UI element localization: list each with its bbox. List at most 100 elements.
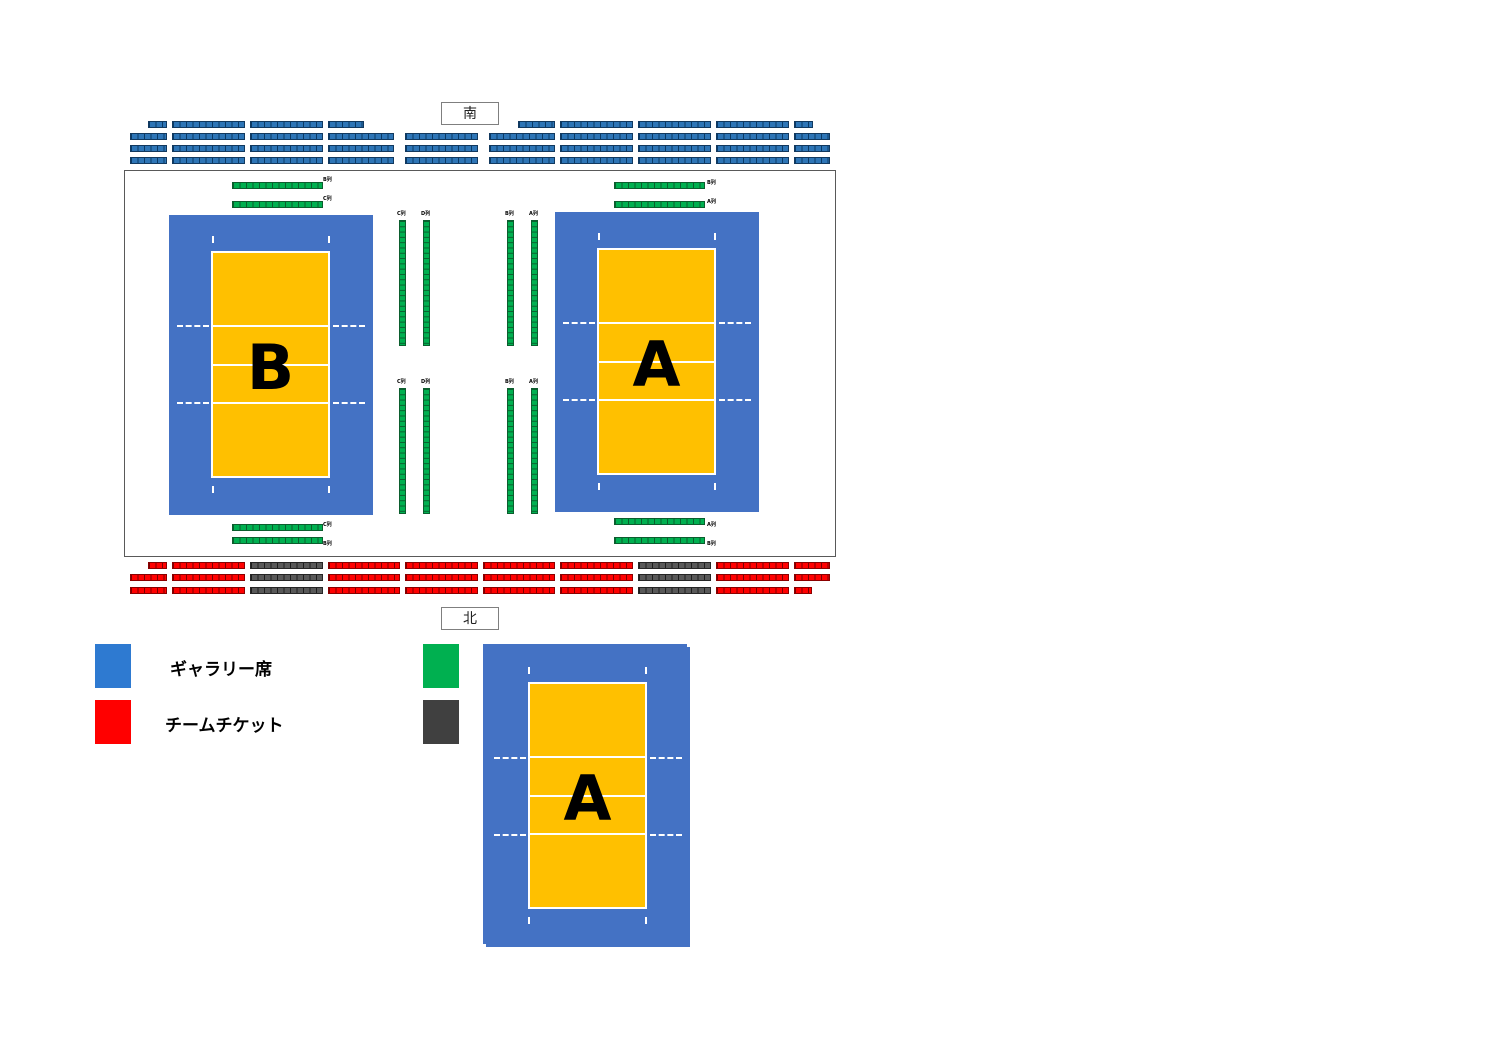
seat-block[interactable] <box>405 157 478 164</box>
court-preview[interactable]: A <box>528 682 647 909</box>
seat-block[interactable] <box>148 121 167 128</box>
seat-block[interactable] <box>172 587 245 594</box>
seat-block[interactable] <box>638 574 711 581</box>
center-line <box>599 361 714 363</box>
legend-team-swatch <box>95 700 131 744</box>
seat-block[interactable] <box>518 121 555 128</box>
seat-block[interactable] <box>232 537 323 544</box>
seat-block[interactable] <box>405 133 478 140</box>
seat-block[interactable] <box>560 145 633 152</box>
seat-block[interactable] <box>328 145 394 152</box>
seat-block[interactable] <box>794 157 830 164</box>
row-tag: B列 <box>505 211 514 217</box>
seat-block[interactable] <box>130 574 167 581</box>
seat-block[interactable] <box>614 182 705 189</box>
seat-block[interactable] <box>638 157 711 164</box>
seat-block[interactable] <box>328 587 400 594</box>
seat-block[interactable] <box>405 574 478 581</box>
seat-block[interactable] <box>614 201 705 208</box>
seat-block[interactable] <box>328 121 364 128</box>
attack-line <box>213 402 328 404</box>
seat-block[interactable] <box>148 562 167 569</box>
seat-block[interactable] <box>405 587 478 594</box>
seat-block[interactable] <box>483 562 555 569</box>
seat-block[interactable] <box>794 121 813 128</box>
seat-column[interactable] <box>507 388 514 514</box>
seat-block[interactable] <box>130 145 167 152</box>
seat-block[interactable] <box>483 587 555 594</box>
seat-block[interactable] <box>560 587 633 594</box>
court-tick <box>328 486 330 493</box>
seat-block[interactable] <box>172 133 245 140</box>
seat-block[interactable] <box>328 157 394 164</box>
seat-block[interactable] <box>172 157 245 164</box>
seat-block[interactable] <box>130 157 167 164</box>
seat-column[interactable] <box>423 220 430 346</box>
seat-block[interactable] <box>250 145 323 152</box>
seat-block[interactable] <box>614 518 705 525</box>
seat-block[interactable] <box>560 574 633 581</box>
seat-block[interactable] <box>250 574 323 581</box>
seat-block[interactable] <box>250 157 323 164</box>
seat-block[interactable] <box>794 145 830 152</box>
seat-block[interactable] <box>250 562 323 569</box>
seat-block[interactable] <box>328 574 400 581</box>
seat-block[interactable] <box>328 562 400 569</box>
seat-block[interactable] <box>250 587 323 594</box>
seat-block[interactable] <box>614 537 705 544</box>
seat-block[interactable] <box>172 574 245 581</box>
legend-team-label: チームチケット <box>165 716 284 736</box>
court-b[interactable]: B <box>211 251 330 478</box>
seat-block[interactable] <box>405 562 478 569</box>
seat-column[interactable] <box>399 388 406 514</box>
seat-block[interactable] <box>250 133 323 140</box>
seat-column[interactable] <box>507 220 514 346</box>
seat-block[interactable] <box>794 587 812 594</box>
seat-block[interactable] <box>638 121 711 128</box>
seat-block[interactable] <box>328 133 394 140</box>
row-tag: C列 <box>397 211 406 217</box>
seat-block[interactable] <box>716 562 789 569</box>
seat-column[interactable] <box>423 388 430 514</box>
seat-block[interactable] <box>638 587 711 594</box>
court-a[interactable]: A <box>597 248 716 475</box>
seat-block[interactable] <box>716 133 789 140</box>
seat-block[interactable] <box>560 157 633 164</box>
seat-block[interactable] <box>172 562 245 569</box>
service-dash <box>494 834 526 836</box>
seat-block[interactable] <box>172 145 245 152</box>
seat-block[interactable] <box>172 121 245 128</box>
seat-block[interactable] <box>716 157 789 164</box>
seat-block[interactable] <box>716 121 789 128</box>
seat-block[interactable] <box>560 133 633 140</box>
attack-line <box>530 833 645 835</box>
seat-block[interactable] <box>716 574 789 581</box>
seat-block[interactable] <box>130 587 167 594</box>
seat-block[interactable] <box>250 121 323 128</box>
seat-block[interactable] <box>794 562 830 569</box>
court-tick <box>328 236 330 243</box>
seat-block[interactable] <box>483 574 555 581</box>
service-dash <box>177 325 209 327</box>
seat-block[interactable] <box>130 133 167 140</box>
seat-block[interactable] <box>716 587 789 594</box>
seat-block[interactable] <box>232 182 323 189</box>
seat-block[interactable] <box>232 524 323 531</box>
seat-block[interactable] <box>489 157 555 164</box>
seat-column[interactable] <box>531 388 538 514</box>
seat-block[interactable] <box>560 121 633 128</box>
seat-block[interactable] <box>794 574 830 581</box>
seat-block[interactable] <box>489 133 555 140</box>
seat-block[interactable] <box>638 133 711 140</box>
seat-block[interactable] <box>638 145 711 152</box>
seat-block[interactable] <box>489 145 555 152</box>
seat-block[interactable] <box>716 145 789 152</box>
seat-block[interactable] <box>560 562 633 569</box>
seat-block[interactable] <box>405 145 478 152</box>
seat-column[interactable] <box>531 220 538 346</box>
seat-block[interactable] <box>638 562 711 569</box>
seat-column[interactable] <box>399 220 406 346</box>
court-preview-area: A <box>483 644 687 944</box>
seat-block[interactable] <box>794 133 830 140</box>
seat-block[interactable] <box>232 201 323 208</box>
